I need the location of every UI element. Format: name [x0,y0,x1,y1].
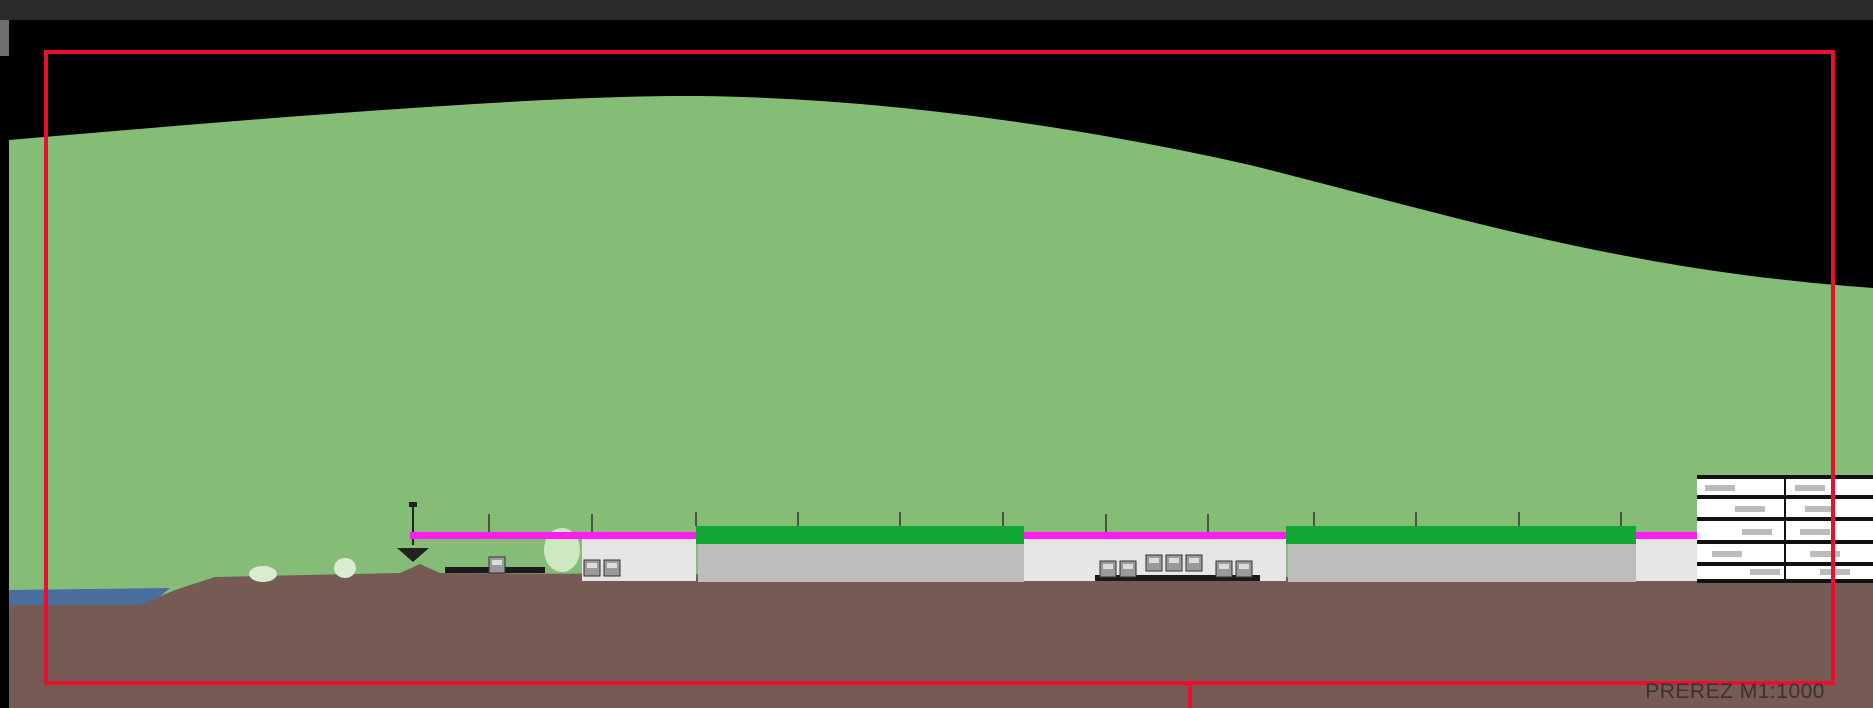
magenta-roof-left [410,532,696,539]
building-wall-right [1636,539,1700,581]
tram-platform-middle [1095,575,1260,581]
stacked-building-right [1697,475,1873,583]
green-roof-1 [696,526,1024,544]
building-core-1 [698,544,1024,582]
water-body [9,588,170,605]
roof-posts [488,512,1622,532]
car-icon [1215,560,1233,578]
building-wall-left [582,539,696,581]
magenta-roof-right [1636,532,1700,539]
magenta-roof-middle [1024,532,1286,539]
car-icon [583,559,601,577]
ground-terrain [9,564,1873,708]
green-hill [9,95,1873,621]
car-icon [488,556,506,574]
building-core-2 [1288,544,1636,582]
car-icon [1185,554,1203,572]
left-panel-edge [0,20,9,56]
car-icon [1119,560,1137,578]
section-drawing-canvas [0,20,1873,708]
green-roof-2 [1286,526,1636,544]
viewport-frame [44,50,1835,685]
car-icon [1235,560,1253,578]
vehicle-group [488,554,1253,578]
section-title-label: PREREZ M1:1000 [1645,680,1825,703]
car-icon [1165,554,1183,572]
car-icon [1145,554,1163,572]
car-icon [1099,560,1117,578]
window-top-bar [0,0,1873,20]
car-icon [603,559,621,577]
